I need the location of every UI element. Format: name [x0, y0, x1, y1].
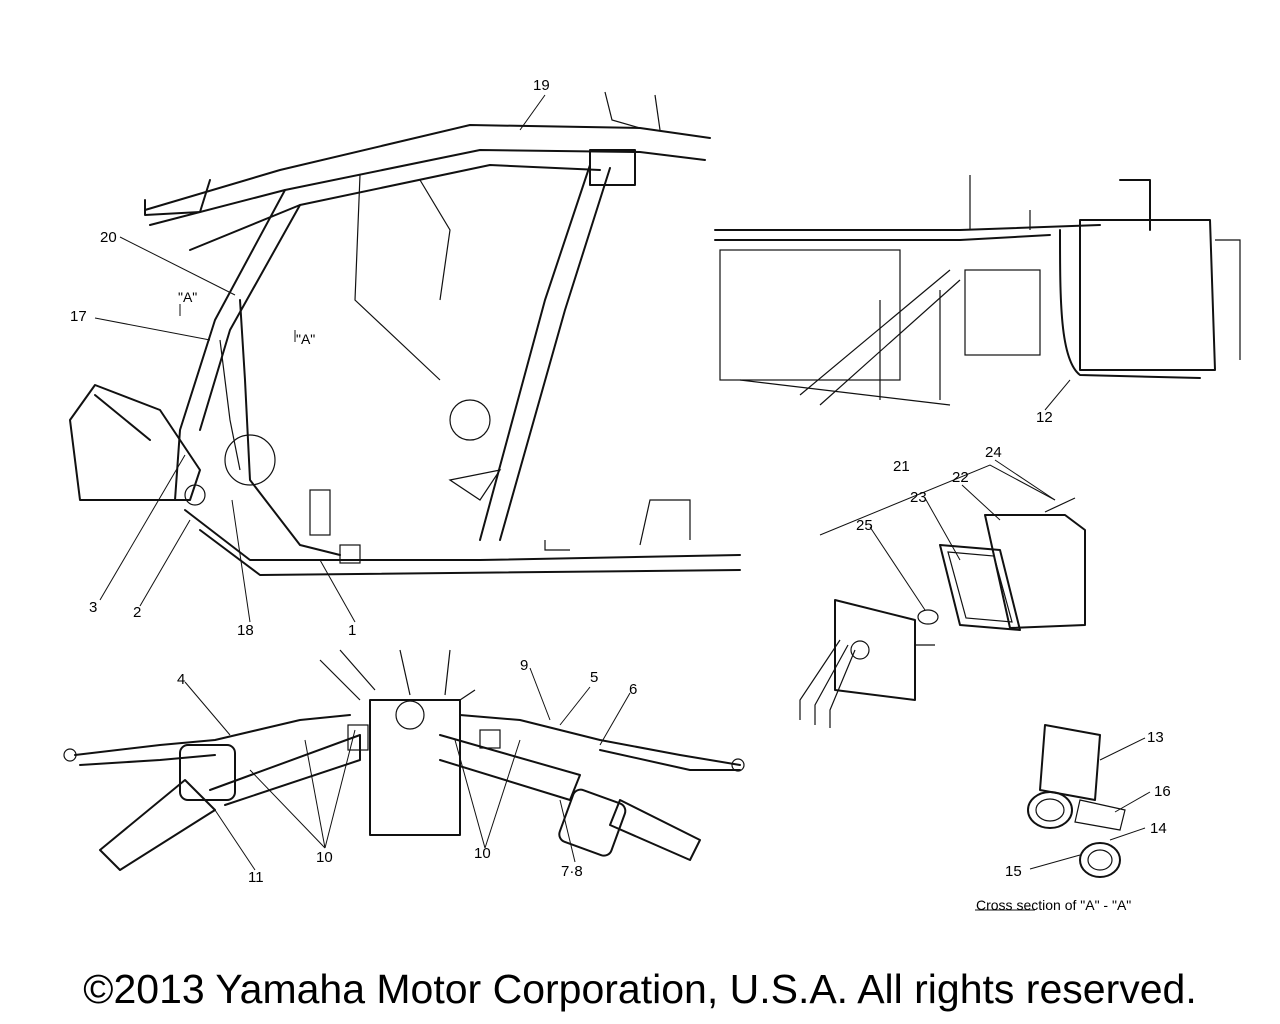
callout-1: 1	[348, 622, 356, 639]
cross-section-caption: Cross section of "A" - "A"	[976, 897, 1131, 913]
callout-labels: 1 2 3 4 5 6 7·8 9 10 10 11 12 13 14 15 1…	[70, 77, 1171, 913]
callout-10-right: 10	[474, 845, 491, 862]
callout-11: 11	[248, 869, 264, 886]
callout-9: 9	[520, 657, 528, 674]
callout-21: 21	[893, 458, 910, 475]
callout-17: 17	[70, 308, 87, 325]
callout-23: 23	[910, 489, 927, 506]
battery-harness-drawing	[714, 175, 1241, 406]
copyright-notice: ©2013 Yamaha Motor Corporation, U.S.A. A…	[83, 966, 1197, 1012]
callout-13: 13	[1147, 729, 1164, 746]
section-mark-a-left: "A"	[178, 289, 197, 305]
callout-3: 3	[89, 599, 97, 616]
callout-2: 2	[133, 604, 141, 621]
callout-7-8: 7·8	[561, 863, 583, 880]
callout-25: 25	[856, 517, 873, 534]
callout-18: 18	[237, 622, 254, 639]
leader-lines	[94, 94, 1151, 911]
callout-22: 22	[952, 469, 969, 486]
tail-light-exploded-drawing	[799, 464, 1086, 728]
callout-19: 19	[533, 77, 550, 94]
callout-12: 12	[1036, 409, 1053, 426]
cross-section-drawing	[1027, 724, 1126, 878]
callout-10-left: 10	[316, 849, 333, 866]
callout-15: 15	[1005, 863, 1022, 880]
callout-24: 24	[985, 444, 1002, 461]
callout-5: 5	[590, 669, 598, 686]
callout-16: 16	[1154, 783, 1171, 800]
callout-20: 20	[100, 229, 117, 246]
callout-4: 4	[177, 671, 185, 688]
callout-14: 14	[1150, 820, 1167, 837]
section-mark-a-right: "A"	[296, 331, 315, 347]
handlebar-drawing	[63, 649, 745, 871]
callout-6: 6	[629, 681, 637, 698]
frame-assembly-drawing	[69, 91, 741, 576]
